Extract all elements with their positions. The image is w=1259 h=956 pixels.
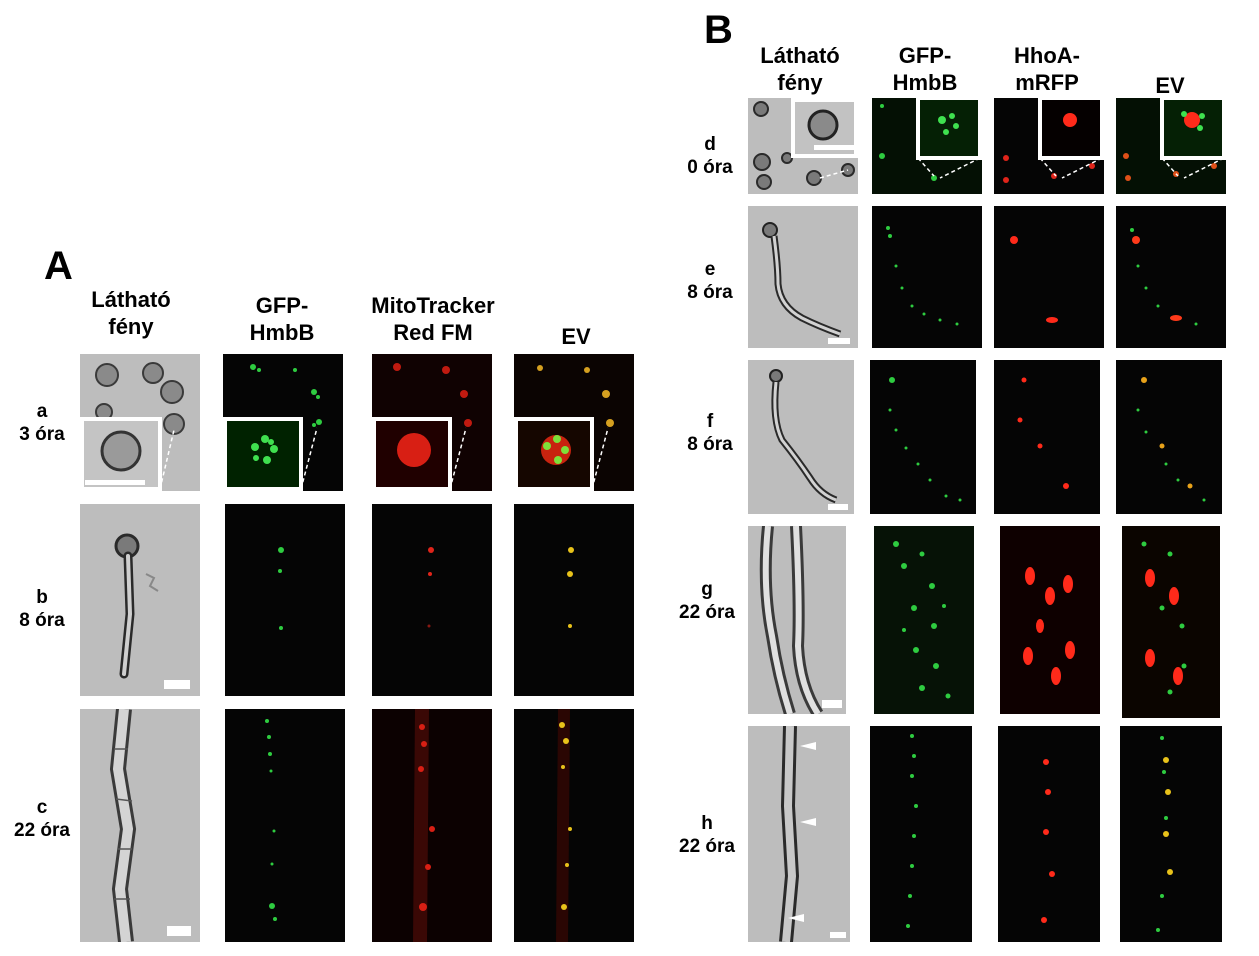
panel-b-row-e: e 8 óra [687, 259, 733, 303]
h-rfp-image [998, 726, 1100, 942]
c-gfp-image [225, 709, 345, 942]
h-brightfield-image [748, 726, 850, 942]
f-ev-image [1116, 360, 1222, 514]
a-brightfield-image [80, 354, 200, 491]
panel-b-row-g: g 22 óra [679, 579, 735, 623]
e-brightfield-image [748, 206, 858, 348]
c-mitotracker-image [372, 709, 492, 942]
a-mitotracker-image [372, 354, 492, 491]
panel-a-col-gfp: GFP- HmbB [249, 293, 315, 345]
panel-b-row-f: f 8 óra [687, 411, 733, 455]
panel-b-letter: B [704, 8, 733, 52]
panel-a-col-brightfield: Látható fény [91, 287, 171, 339]
d-ev-image [1116, 98, 1226, 194]
g-brightfield-image [748, 526, 846, 714]
g-rfp-image [1000, 526, 1100, 714]
a-ev-image [514, 354, 634, 491]
d-gfp-image [872, 98, 982, 194]
b-mitotracker-image [372, 504, 492, 696]
f-rfp-image [994, 360, 1100, 514]
d-rfp-image [994, 98, 1104, 194]
panel-b-row-d: d 0 óra [687, 134, 733, 178]
panel-b-col-ev: EV [1155, 73, 1185, 98]
b-brightfield-image [80, 504, 200, 696]
panel-a-row-b: b 8 óra [19, 587, 65, 631]
f-gfp-image [870, 360, 976, 514]
panel-a-letter: A [44, 244, 73, 288]
panel-a-row-a: a 3 óra [19, 401, 65, 445]
panel-b-col-brightfield: Látható fény [760, 43, 840, 95]
panel-a-row-c: c 22 óra [14, 797, 70, 841]
h-gfp-image [870, 726, 972, 942]
d-brightfield-image [748, 98, 858, 194]
g-gfp-image [874, 526, 974, 714]
panel-b-col-gfp: GFP- HmbB [892, 43, 958, 95]
c-ev-image [514, 709, 634, 942]
e-ev-image [1116, 206, 1226, 348]
e-rfp-image [994, 206, 1104, 348]
panel-a-col-mitotracker: MitoTracker Red FM [371, 293, 495, 345]
h-ev-image [1120, 726, 1222, 942]
panel-b-col-rfp: HhoA- mRFP [1014, 43, 1080, 95]
e-gfp-image [872, 206, 982, 348]
c-brightfield-image [80, 709, 200, 942]
b-ev-image [514, 504, 634, 696]
panel-b-row-h: h 22 óra [679, 813, 735, 857]
a-gfp-image [223, 354, 343, 491]
f-brightfield-image [748, 360, 854, 514]
panel-a-col-ev: EV [561, 324, 591, 349]
g-ev-image [1122, 526, 1220, 718]
b-gfp-image [225, 504, 345, 696]
